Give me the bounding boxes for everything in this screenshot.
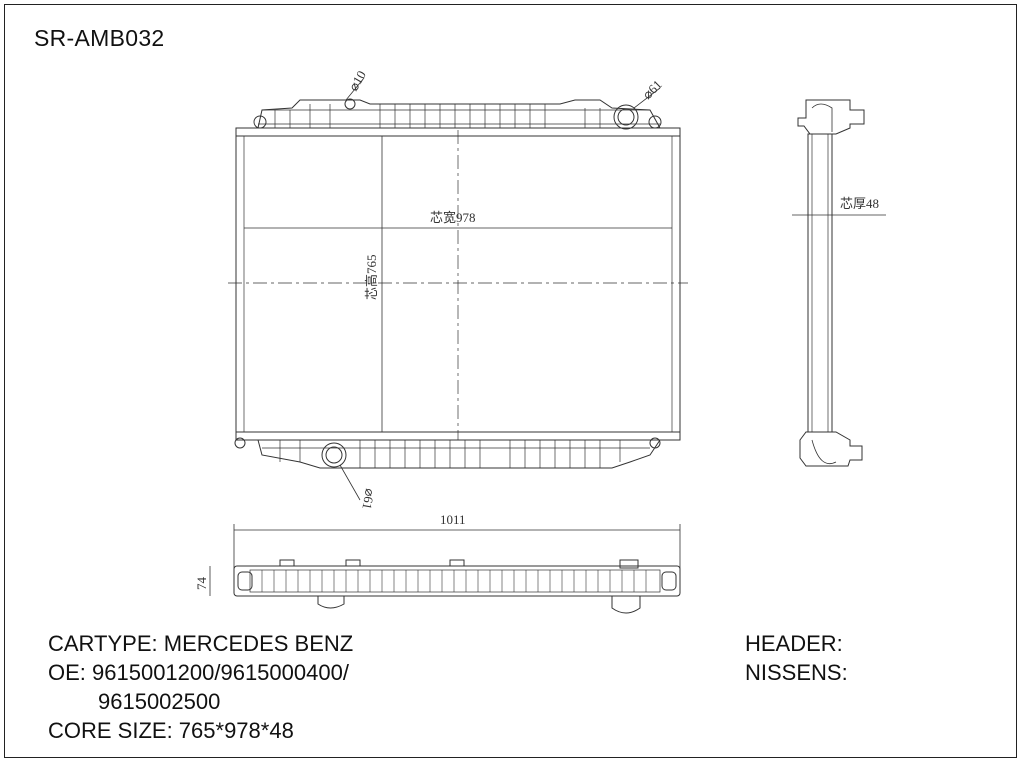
core-width-label: 芯宽978 (430, 210, 476, 225)
header-text: HEADER: (745, 631, 843, 656)
phi10-label: ⌀10 (346, 68, 369, 94)
core-thickness-label: 芯厚48 (840, 196, 879, 211)
oe-text-line2: 9615002500 (98, 689, 221, 714)
side-view (792, 99, 886, 467)
part-code: SR-AMB032 (34, 25, 165, 51)
core-height-label: 芯高765 (364, 254, 379, 300)
oe-text-line1: OE: 9615001200/9615000400/ (48, 660, 349, 685)
overall-width-label: 1011 (440, 512, 466, 527)
depth-label: 74 (194, 577, 209, 591)
phi61-label: ⌀61 (640, 77, 665, 102)
core-size-text: CORE SIZE: 765*978*48 (48, 718, 294, 743)
cartype-text: CARTYPE: MERCEDES BENZ (48, 631, 354, 656)
bottom-view (209, 524, 681, 614)
front-view (228, 77, 688, 501)
nissens-text: NISSENS: (745, 660, 848, 685)
drawing-frame (4, 4, 1017, 758)
phi61-bottom-label: ⌀61 (359, 487, 377, 510)
